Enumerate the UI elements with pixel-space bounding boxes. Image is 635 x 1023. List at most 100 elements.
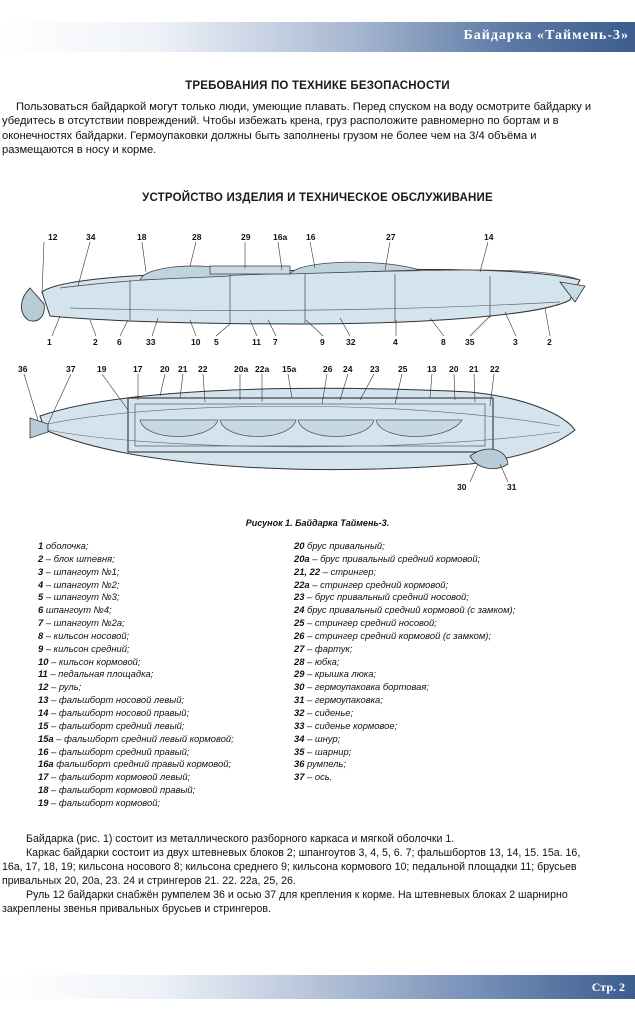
legend-item: 5 – шпангоут №3; — [38, 591, 120, 603]
legend-item: 14 – фальшборт носовой правый; — [38, 706, 190, 718]
legend-item: 16а фальшборт средний правый кормовой; — [38, 758, 232, 770]
body-paragraph-1: Байдарка (рис. 1) состоит из металлическ… — [26, 833, 455, 845]
legend-item: 11 – педальная площадка; — [38, 668, 154, 680]
label-36: 36 — [18, 364, 28, 374]
legend-item: 7 – шпангоут №2а; — [38, 617, 125, 629]
label-8: 8 — [441, 337, 446, 347]
legend-item: 32 – сиденье; — [294, 706, 354, 718]
legend-item: 25 – стрингер средний носовой; — [294, 617, 437, 629]
side-top-labels: 12 34 18 28 29 16а 16 27 14 — [41, 232, 494, 295]
legend-item: 12 – руль; — [38, 681, 82, 693]
legend-item: 6 шпангоут №4; — [38, 604, 112, 616]
legend-item: 21, 22 – стрингер; — [294, 565, 377, 577]
label-19: 19 — [97, 364, 107, 374]
label-22-fore: 22 — [490, 364, 500, 374]
label-34: 34 — [86, 232, 96, 242]
legend-item: 20 брус привальный; — [294, 540, 385, 551]
label-22a: 22а — [255, 364, 269, 374]
label-4: 4 — [393, 337, 398, 347]
label-21-aft: 21 — [178, 364, 188, 374]
label-32: 32 — [346, 337, 356, 347]
legend-item: 23 – брус привальный средний носовой; — [294, 591, 469, 603]
label-15a: 15а — [282, 364, 296, 374]
label-35: 35 — [465, 337, 475, 347]
legend-item: 36 румпель; — [294, 758, 346, 770]
label-12: 12 — [48, 232, 58, 242]
label-21-fore: 21 — [469, 364, 479, 374]
kayak-diagram: 12 34 18 28 29 16а 16 27 14 1 2 6 33 10 … — [0, 220, 635, 515]
legend-item: 34 – шнур; — [294, 732, 341, 744]
legend-item: 31 – гермоупаковка; — [294, 694, 383, 706]
legend-item: 3 – шпангоут №1; — [38, 565, 120, 577]
legend-item: 9 – кильсон средний; — [38, 642, 130, 654]
plan-bottom-labels: 30 31 — [457, 463, 517, 492]
label-2-fore: 2 — [547, 337, 552, 347]
legend-item: 29 – крышка люка; — [294, 668, 377, 680]
legend-item: 27 – фартук; — [294, 642, 353, 654]
header-bar: Байдарка «Таймень-3» — [0, 22, 635, 52]
document-title: Байдарка «Таймень-3» — [463, 28, 629, 43]
legend-item: 2 – блок штевня; — [38, 552, 115, 564]
label-17: 17 — [133, 364, 143, 374]
legend-item: 15а – фальшборт средний левый кормовой; — [38, 732, 234, 744]
label-20-fore: 20 — [449, 364, 459, 374]
label-16a: 16а — [273, 232, 287, 242]
legend-item: 17 – фальшборт кормовой левый; — [38, 771, 191, 783]
legend-item: 15 – фальшборт средний левый; — [38, 719, 185, 731]
label-16: 16 — [306, 232, 316, 242]
legend-item: 33 – сиденье кормовое; — [294, 719, 398, 731]
legend-item: 13 – фальшборт носовой левый; — [38, 694, 185, 706]
label-25: 25 — [398, 364, 408, 374]
legend-item: 30 – гермоупаковка бортовая; — [294, 681, 430, 693]
label-2-aft: 2 — [93, 337, 98, 347]
body-paragraph-2: Каркас байдарки состоит из двух штевневы… — [2, 847, 581, 887]
label-33: 33 — [146, 337, 156, 347]
footer-bar: Стр. 2 — [0, 975, 635, 999]
label-20-aft: 20 — [160, 364, 170, 374]
label-24: 24 — [343, 364, 353, 374]
side-bottom-labels: 1 2 6 33 10 5 11 7 9 32 4 8 35 3 2 — [47, 307, 552, 347]
label-31: 31 — [507, 482, 517, 492]
safety-heading: ТРЕБОВАНИЯ ПО ТЕХНИКЕ БЕЗОПАСНОСТИ — [185, 80, 450, 92]
label-14: 14 — [484, 232, 494, 242]
legend-item: 8 – кильсон носовой; — [38, 629, 130, 641]
label-29: 29 — [241, 232, 251, 242]
legend-item: 19 – фальшборт кормовой; — [38, 796, 161, 808]
legend-item: 4 – шпангоут №2; — [38, 578, 120, 590]
label-6: 6 — [117, 337, 122, 347]
safety-text: Пользоваться байдаркой могут только люди… — [2, 101, 592, 157]
label-10: 10 — [191, 337, 201, 347]
label-11: 11 — [252, 337, 261, 347]
legend-item: 1 оболочка; — [38, 540, 89, 551]
legend-item: 26 – стрингер средний кормовой (с замком… — [294, 629, 491, 641]
label-27: 27 — [386, 232, 396, 242]
legend-item: 24 брус привальный средний кормовой (с з… — [294, 604, 516, 616]
label-5: 5 — [214, 337, 219, 347]
structure-heading: УСТРОЙСТВО ИЗДЕЛИЯ И ТЕХНИЧЕСКОЕ ОБСЛУЖИ… — [142, 192, 493, 204]
kayak-side-view — [21, 261, 586, 325]
label-37: 37 — [66, 364, 76, 374]
kayak-drawing: 12 34 18 28 29 16а 16 27 14 1 2 6 33 10 … — [18, 232, 586, 492]
legend-item: 20а – брус привальный средний кормовой; — [294, 552, 481, 564]
legend-item: 10 – кильсон кормовой; — [38, 655, 141, 667]
body-paragraph-3: Руль 12 байдарки снабжён румпелем 36 и о… — [2, 889, 568, 915]
legend-item: 37 – ось. — [294, 771, 333, 783]
label-7: 7 — [273, 337, 278, 347]
label-9: 9 — [320, 337, 325, 347]
legend-item: 18 – фальшборт кормовой правый; — [38, 784, 196, 796]
figure-caption: Рисунок 1. Байдарка Таймень-3. — [245, 518, 390, 528]
label-20a: 20а — [234, 364, 248, 374]
legend-left: 1 оболочка; 2 – блок штевня; 3 – шпангоу… — [38, 540, 234, 810]
legend-item: 22а – стрингер средний кормовой; — [294, 578, 449, 590]
label-22-aft: 22 — [198, 364, 208, 374]
legend-right: 20 брус привальный; 20а – брус привальны… — [294, 540, 515, 784]
kayak-plan-view — [29, 387, 576, 471]
label-13: 13 — [427, 364, 437, 374]
label-26: 26 — [323, 364, 333, 374]
legend-item: 16 – фальшборт средний правый; — [38, 745, 190, 757]
label-18: 18 — [137, 232, 147, 242]
label-1: 1 — [47, 337, 52, 347]
label-30: 30 — [457, 482, 467, 492]
page-number: Стр. 2 — [591, 980, 625, 994]
legend-item: 35 – шарнир; — [294, 745, 352, 757]
